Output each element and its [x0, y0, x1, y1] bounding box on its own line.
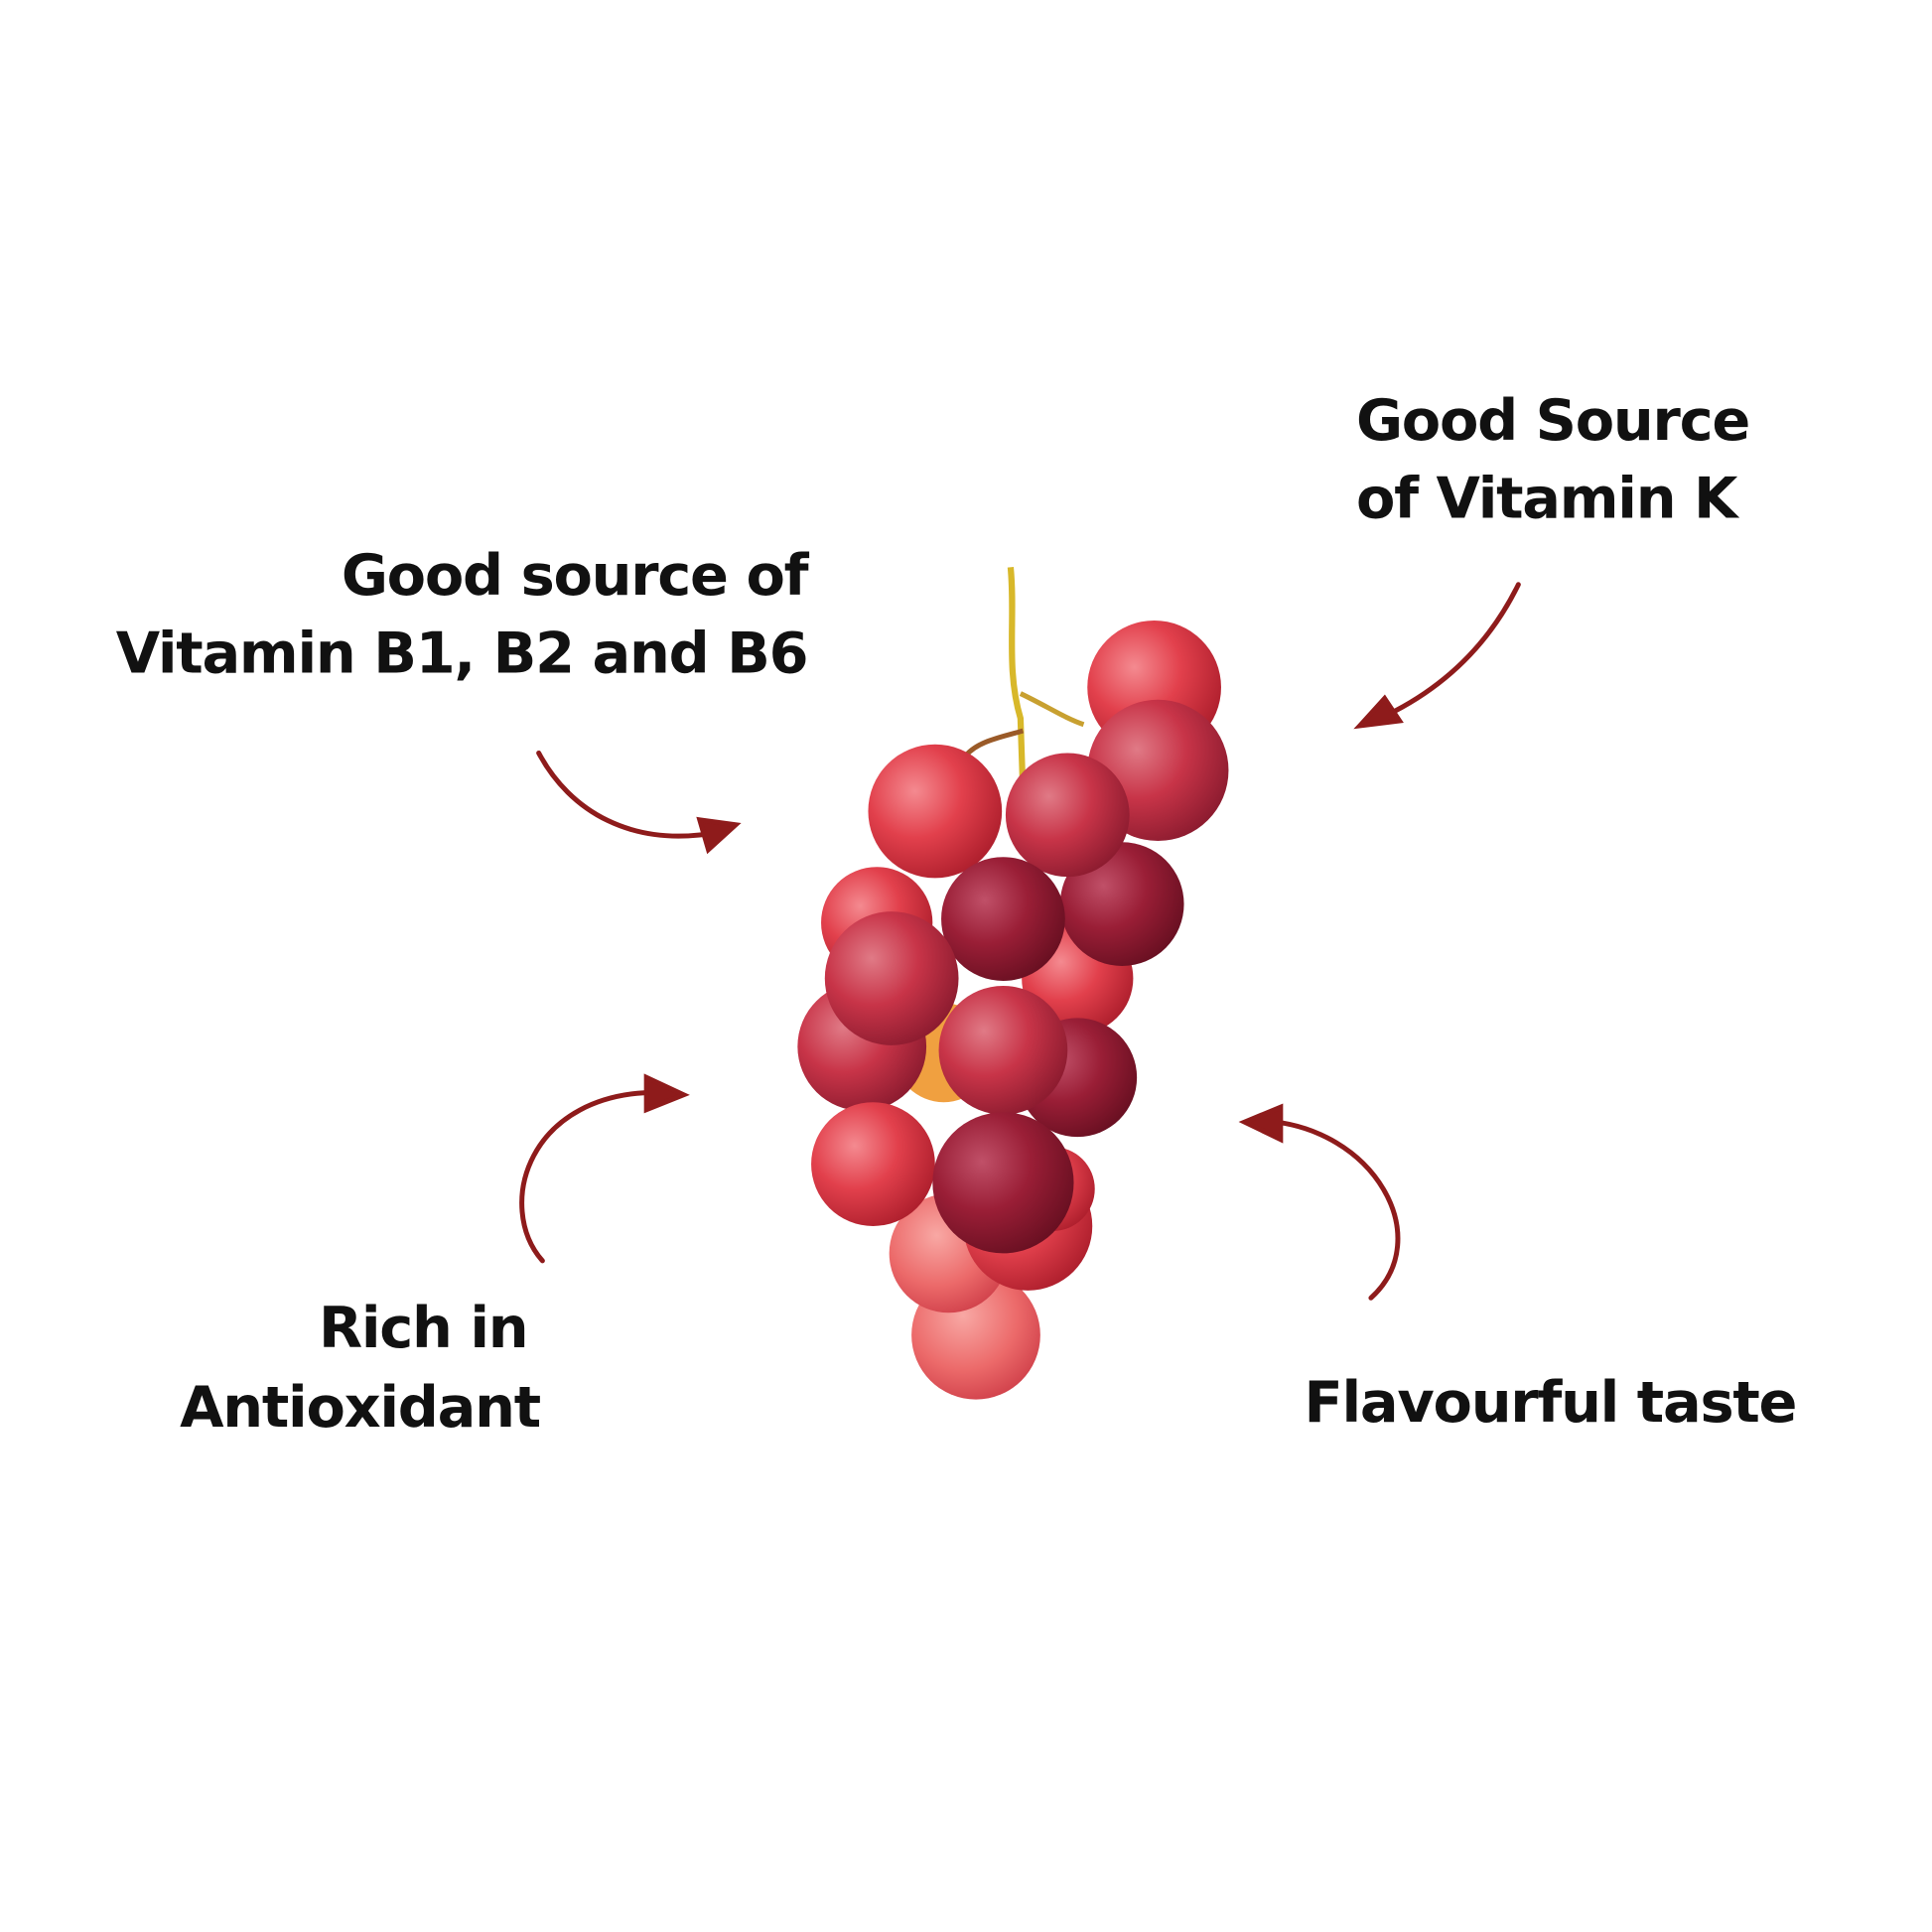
label-line: Antioxidant — [180, 1374, 541, 1441]
label-taste: Flavourful taste — [1305, 1369, 1798, 1436]
label-vitamin-b: Good source of Vitamin B1, B2 and B6 — [116, 542, 811, 687]
label-line: Good source of — [342, 542, 810, 609]
label-antioxidant: Rich in Antioxidant — [180, 1295, 542, 1441]
arrow-icon-antioxidant — [519, 1073, 690, 1264]
arrow-icon-vitamin-b — [536, 750, 742, 855]
grapes-image — [797, 567, 1229, 1400]
label-line: Flavourful taste — [1305, 1369, 1797, 1436]
arrow-icon-vitamin-k — [1353, 582, 1521, 730]
label-line: Good Source — [1356, 387, 1749, 454]
arrow-icon-taste — [1238, 1103, 1401, 1301]
label-line: Rich in — [319, 1295, 527, 1361]
label-line: Vitamin B1, B2 and B6 — [116, 620, 808, 686]
label-line: of Vitamin K — [1356, 465, 1740, 531]
label-vitamin-k: Good Source of Vitamin K — [1356, 387, 1750, 532]
